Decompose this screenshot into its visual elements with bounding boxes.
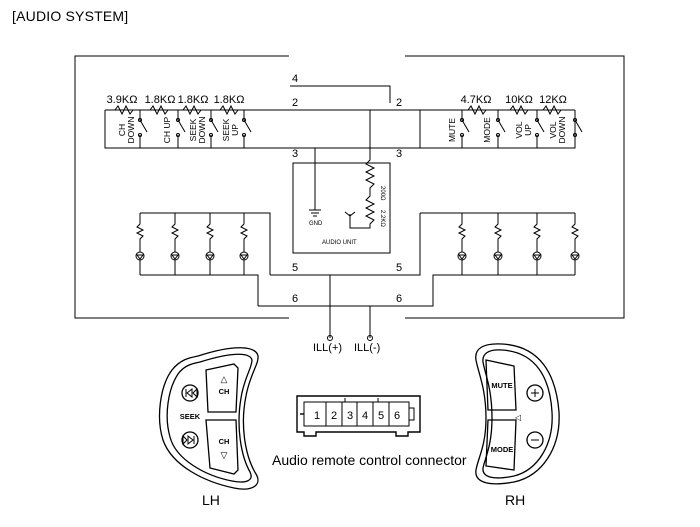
right-resistor-3 xyxy=(542,104,562,116)
pin-label-2-right: 2 xyxy=(396,97,402,109)
ill-minus-terminal xyxy=(367,335,373,341)
right-switch-module-outline xyxy=(405,55,625,319)
rh-mute-label: MUTE xyxy=(491,381,512,390)
switch-label-seek-2: SEEK xyxy=(221,118,231,141)
switch-vol-down xyxy=(574,110,583,148)
connector-pin-4: 4 xyxy=(362,410,368,422)
connector-pin-6: 6 xyxy=(394,410,400,422)
switch-label-up: UP xyxy=(230,124,240,136)
resistor-label-10k: 10KΩ xyxy=(505,94,533,106)
switch-label-down: DOWN xyxy=(126,117,136,144)
left-led-1 xyxy=(135,213,145,275)
seek-up-icon xyxy=(185,387,198,399)
pin-label-2-left: 2 xyxy=(292,97,298,109)
connector-pin-3: 3 xyxy=(347,410,353,422)
switch-mute xyxy=(461,110,470,148)
seek-down-icon xyxy=(182,434,195,446)
resistor-label-4-7k: 4.7KΩ xyxy=(461,94,492,106)
audio-unit-r1-label: 200Ω xyxy=(379,186,385,201)
rh-speaker-icon: ◁ xyxy=(515,413,522,422)
switch-label-down-r: DOWN xyxy=(557,117,567,144)
lh-ch-up-arrow-icon: △ xyxy=(221,374,228,384)
left-led-bus-top xyxy=(140,212,271,275)
switch-ch-up xyxy=(177,110,186,148)
right-resistor-1 xyxy=(467,104,487,116)
switch-label-up-r: UP xyxy=(523,124,533,136)
remote-connector xyxy=(296,395,421,437)
resistor-label-1-8k-c: 1.8KΩ xyxy=(214,94,245,106)
pin4-wire xyxy=(290,85,391,103)
switch-label-vol: VOL xyxy=(514,121,524,138)
left-led-3 xyxy=(205,213,215,275)
switch-vol-up xyxy=(536,110,545,148)
lh-ch-down-arrow-icon: ▽ xyxy=(221,450,228,460)
left-switch-module-outline xyxy=(74,55,289,319)
pin-label-5-left: 5 xyxy=(292,262,298,274)
pin-label-5-right: 5 xyxy=(396,262,402,274)
pin-label-3-left: 3 xyxy=(292,148,298,160)
switch-seek-up xyxy=(243,110,252,148)
connector-caption: Audio remote control connector xyxy=(272,452,467,468)
left-resistor-4 xyxy=(219,104,239,116)
left-resistor-3 xyxy=(182,104,202,116)
rh-steering-switch xyxy=(475,343,560,485)
switch-label-mute: MUTE xyxy=(447,118,457,142)
left-resistor-2 xyxy=(149,104,169,116)
connector-pin-5: 5 xyxy=(378,410,384,422)
switch-seek-down xyxy=(210,110,219,148)
switch-label-ch-up: CH UP xyxy=(162,116,172,143)
resistor-label-3-9k: 3.9KΩ xyxy=(107,94,138,106)
left-led-2 xyxy=(170,213,180,275)
switch-label-mode: MODE xyxy=(482,117,492,143)
left-common-bus xyxy=(104,110,290,149)
left-resistor-1 xyxy=(114,104,134,116)
ground-icon xyxy=(309,209,321,217)
lh-seek-label: SEEK xyxy=(180,412,201,421)
audio-unit-arrow xyxy=(344,211,356,217)
pin-label-6-right: 6 xyxy=(396,293,402,305)
left-led-4 xyxy=(239,213,249,275)
lh-label: LH xyxy=(202,492,220,508)
switch-label-vol-2: VOL xyxy=(548,121,558,138)
audio-unit-r2-label: 2.2KΩ xyxy=(379,210,385,227)
volume-up-icon xyxy=(531,389,539,397)
right-led-3 xyxy=(532,213,542,275)
page-title: [AUDIO SYSTEM] xyxy=(12,8,129,24)
resistor-label-12k: 12KΩ xyxy=(539,94,567,106)
pin-label-4: 4 xyxy=(292,73,298,85)
ill-minus-label: ILL(-) xyxy=(354,342,380,354)
right-led-4 xyxy=(570,213,580,275)
connector-pin-1: 1 xyxy=(314,410,320,422)
switch-mode xyxy=(497,110,506,148)
switch-label-ch: CH xyxy=(117,124,127,136)
audio-unit-label: AUDIO UNIT xyxy=(322,240,357,246)
lh-ch-down-label: CH xyxy=(219,437,230,446)
audio-unit-gnd-label: GND xyxy=(309,221,323,227)
rh-label: RH xyxy=(505,492,526,508)
lh-steering-switch xyxy=(158,347,259,490)
lh-ch-up-label: CH xyxy=(219,387,230,396)
rh-mode-label: MODE xyxy=(491,445,514,454)
right-led-1 xyxy=(457,213,467,275)
ill-plus-terminal xyxy=(327,335,333,341)
audio-unit-box xyxy=(292,162,391,254)
switch-ch-down xyxy=(139,110,148,148)
switch-label-seek: SEEK xyxy=(188,118,198,141)
pin-label-6-left: 6 xyxy=(292,293,298,305)
ill-plus-label: ILL(+) xyxy=(313,342,342,354)
left-led-bus-bottom xyxy=(140,274,259,306)
right-led-2 xyxy=(493,213,503,275)
pin-label-3-right: 3 xyxy=(396,148,402,160)
resistor-label-1-8k-a: 1.8KΩ xyxy=(145,94,176,106)
resistor-label-1-8k-b: 1.8KΩ xyxy=(178,94,209,106)
audio-unit-resistors xyxy=(349,110,376,229)
switch-label-down-2: DOWN xyxy=(197,117,207,144)
right-led-bus-bottom xyxy=(405,274,575,307)
right-resistor-2 xyxy=(509,104,529,116)
connector-pin-2: 2 xyxy=(331,410,337,422)
